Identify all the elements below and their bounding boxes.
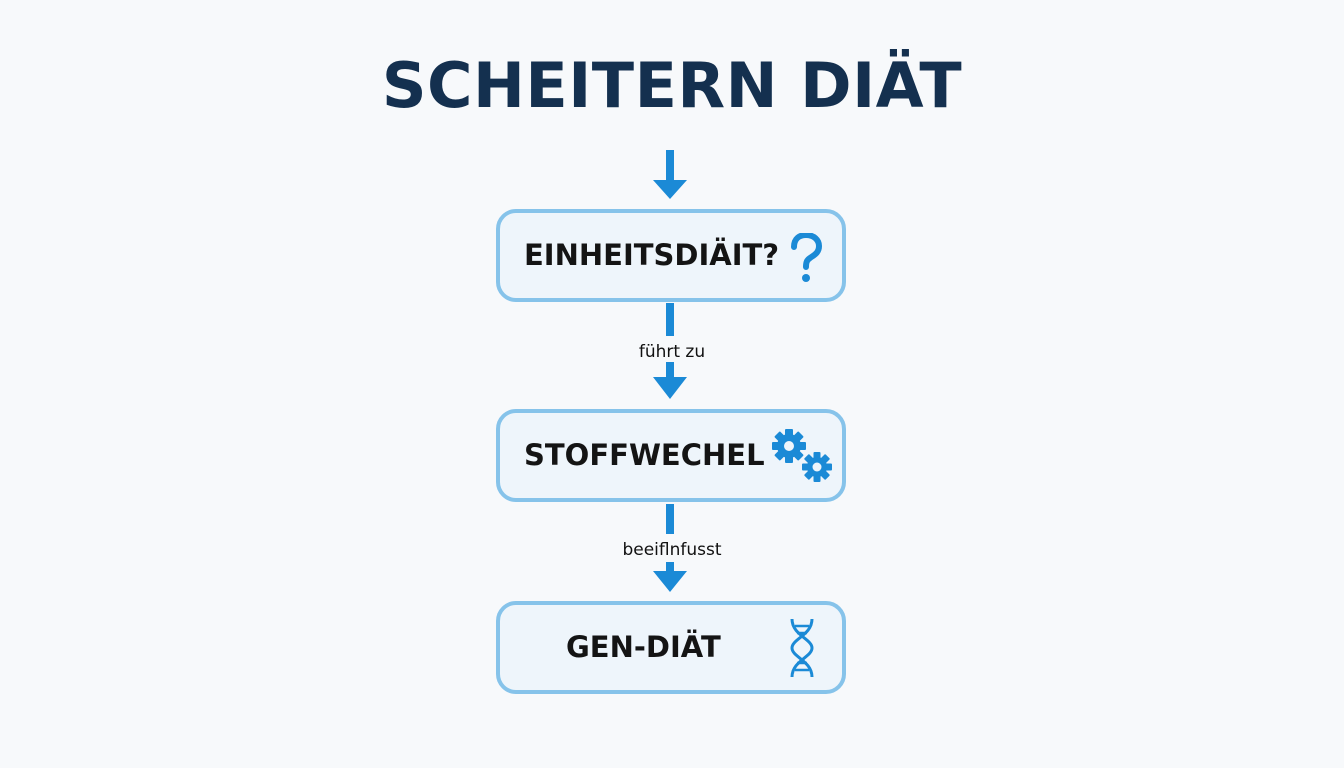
node-one-size-diet: EINHEITSDIÄIT? [496, 209, 846, 302]
dna-icon [790, 618, 814, 678]
diagram-title: SCHEITERN DIÄT [381, 49, 963, 122]
arrow-title-to-node-1 [653, 150, 687, 199]
arrow-node-2-to-node-3 [653, 504, 687, 592]
question-mark-icon [791, 233, 823, 282]
gears-icon [772, 429, 832, 482]
edge-label-leads-to: führt zu [638, 342, 706, 362]
node-label: STOFFWECHEL [524, 438, 765, 472]
arrow-node-1-to-node-2 [653, 303, 687, 399]
node-label: GEN-DIÄT [566, 630, 721, 664]
node-metabolism: STOFFWECHEL [496, 409, 846, 502]
node-gene-diet: GEN-DIÄT [496, 601, 846, 694]
node-label: EINHEITSDIÄIT? [524, 238, 780, 272]
edge-label-influences: beeiflnfusst [622, 540, 722, 560]
